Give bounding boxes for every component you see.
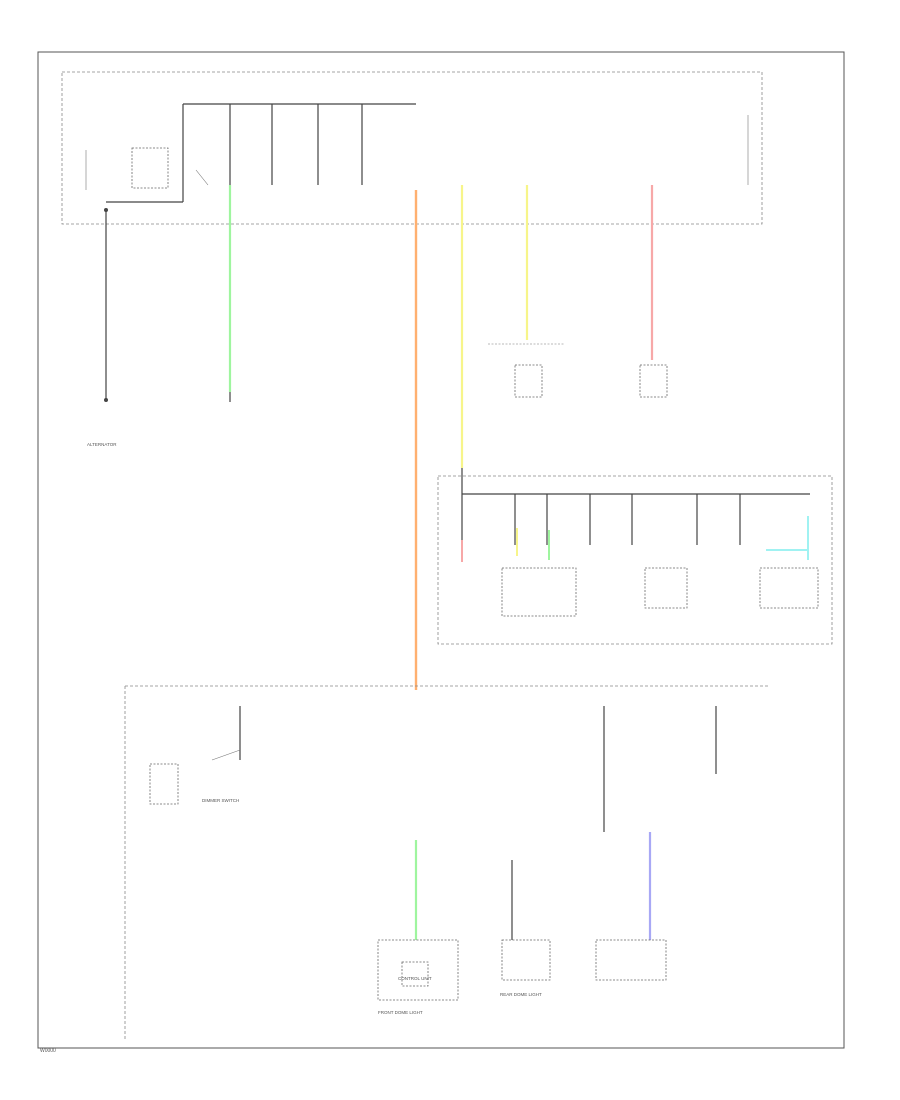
diagram-frame (37, 51, 845, 1049)
dimmer-switch-label: DIMMER SWITCH (202, 798, 239, 803)
control-unit-label: CONTROL UNIT (398, 976, 432, 981)
relay-control-box (437, 475, 833, 645)
rear-dome-label: REAR DOME LIGHT (500, 992, 542, 997)
front-dome-label: FRONT DOME LIGHT (378, 1010, 423, 1015)
footer-code: W0000 (40, 1048, 56, 1054)
alternator-label: ALTERNATOR (87, 442, 117, 447)
underhood-fuse-box (61, 71, 763, 225)
